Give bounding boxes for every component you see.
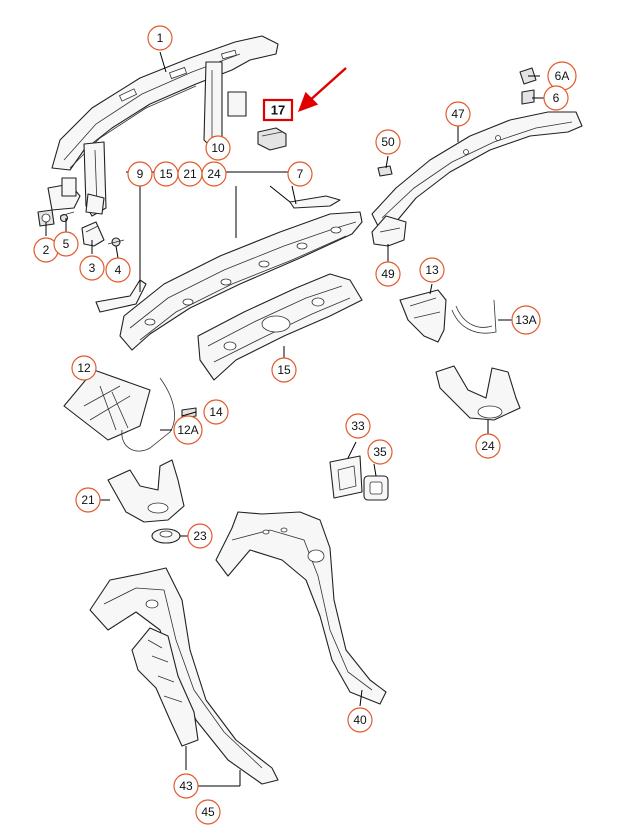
callout-4[interactable]: 4 xyxy=(105,257,131,283)
callout-3[interactable]: 3 xyxy=(79,255,105,281)
callout-label: 40 xyxy=(353,713,367,727)
callout-label: 21 xyxy=(183,167,197,181)
part-47-rail xyxy=(371,111,583,231)
callout-label: 49 xyxy=(381,267,395,281)
callout-33[interactable]: 33 xyxy=(345,413,371,439)
part-9-strap xyxy=(95,279,147,313)
part-33-plate xyxy=(329,455,363,499)
red-arrow-icon xyxy=(297,67,347,113)
callout-label: 1 xyxy=(157,31,164,45)
part-17-bracket xyxy=(257,127,287,151)
callout-label: 15 xyxy=(277,363,291,377)
callout-label: 45 xyxy=(201,805,215,819)
callout-label: 24 xyxy=(207,167,221,181)
callout-9[interactable]: 9 xyxy=(127,161,153,187)
callout-label: 14 xyxy=(209,405,223,419)
callout-label: 4 xyxy=(115,263,122,277)
callout-label: 15 xyxy=(159,167,173,181)
callout-label: 3 xyxy=(89,261,96,275)
callout-13a[interactable]: 13A xyxy=(511,305,541,335)
callout-10[interactable]: 10 xyxy=(205,135,231,161)
callout-24-top[interactable]: 24 xyxy=(201,161,227,187)
part-12a-rod xyxy=(121,377,175,452)
callout-label: 47 xyxy=(451,107,465,121)
callout-23[interactable]: 23 xyxy=(187,523,213,549)
part-43-inner-arch xyxy=(131,627,199,747)
callout-label: 9 xyxy=(137,167,144,181)
part-49-bracket xyxy=(371,215,407,247)
callout-14[interactable]: 14 xyxy=(203,399,229,425)
callout-label: 6A xyxy=(555,69,570,83)
callout-21-bottom[interactable]: 21 xyxy=(75,487,101,513)
callout-12[interactable]: 12 xyxy=(71,355,97,381)
callout-label: 13A xyxy=(515,313,536,327)
part-45-side-member xyxy=(89,567,279,785)
callout-label: 33 xyxy=(351,419,365,433)
callout-24-bottom[interactable]: 24 xyxy=(475,433,501,459)
part-23-grommet xyxy=(151,528,181,544)
highlight-label-text: 17 xyxy=(271,103,285,118)
callout-label: 10 xyxy=(211,141,225,155)
callout-label: 21 xyxy=(81,493,95,507)
callout-12a[interactable]: 12A xyxy=(173,415,203,445)
callout-43[interactable]: 43 xyxy=(173,773,199,799)
callout-49[interactable]: 49 xyxy=(375,261,401,287)
part-6-clips xyxy=(519,67,537,105)
part-13-cup xyxy=(399,289,447,343)
highlight-label-17[interactable]: 17 xyxy=(262,98,294,122)
callout-15-top[interactable]: 15 xyxy=(153,161,179,187)
part-50-clip xyxy=(377,165,393,177)
callout-label: 24 xyxy=(481,439,495,453)
part-24-panel xyxy=(435,365,521,421)
callout-21-top[interactable]: 21 xyxy=(177,161,203,187)
part-40-wheel-arch xyxy=(215,511,387,705)
callout-5[interactable]: 5 xyxy=(53,231,79,257)
part-21-panel xyxy=(107,459,185,523)
callout-label: 12A xyxy=(177,423,198,437)
callout-35[interactable]: 35 xyxy=(367,439,393,465)
part-13a-strip xyxy=(451,299,497,334)
callout-50[interactable]: 50 xyxy=(375,129,401,155)
callout-1[interactable]: 1 xyxy=(147,25,173,51)
fasteners-2-5 xyxy=(37,209,125,247)
callout-6a[interactable]: 6A xyxy=(547,61,577,91)
part-10-lock-carrier xyxy=(119,195,363,351)
callout-label: 50 xyxy=(381,135,395,149)
callout-label: 35 xyxy=(373,445,387,459)
callout-label: 43 xyxy=(179,779,193,793)
callout-45[interactable]: 45 xyxy=(195,799,221,825)
callout-label: 7 xyxy=(297,167,304,181)
callout-label: 13 xyxy=(425,263,439,277)
callout-47[interactable]: 47 xyxy=(445,101,471,127)
callout-7[interactable]: 7 xyxy=(287,161,313,187)
callout-label: 2 xyxy=(43,243,50,257)
callout-40[interactable]: 40 xyxy=(347,707,373,733)
part-35-seal xyxy=(363,475,389,501)
part-15-lower-cross-member xyxy=(197,273,363,381)
callout-label: 23 xyxy=(193,529,207,543)
callout-6[interactable]: 6 xyxy=(543,85,569,111)
callout-15-bottom[interactable]: 15 xyxy=(271,357,297,383)
callout-13[interactable]: 13 xyxy=(419,257,445,283)
callout-label: 12 xyxy=(77,361,91,375)
callout-label: 6 xyxy=(553,91,560,105)
part-12-frame xyxy=(63,369,151,441)
callout-label: 5 xyxy=(63,237,70,251)
callout-2[interactable]: 2 xyxy=(33,237,59,263)
